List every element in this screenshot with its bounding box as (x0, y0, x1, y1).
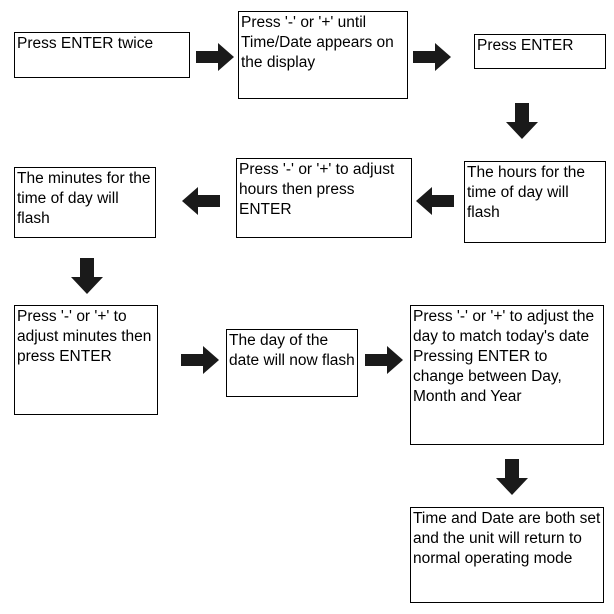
step-box-time-date-set: Time and Date are both set and the unit … (410, 507, 604, 603)
step-text: Press ENTER (477, 37, 574, 54)
step-text: Press '-' or '+' until Time/Date appears… (241, 14, 394, 71)
step-text: Press '-' or '+' to adjust hours then pr… (239, 161, 395, 218)
step-box-hours-flash: The hours for the time of day will flash (464, 161, 606, 243)
arrow-down-icon (496, 459, 528, 495)
step-text: The hours for the time of day will flash (467, 164, 586, 221)
arrow-left-icon (182, 187, 220, 215)
step-box-minutes-flash: The minutes for the time of day will fla… (14, 167, 156, 238)
step-box-press-until-time-date: Press '-' or '+' until Time/Date appears… (238, 11, 408, 99)
step-text: The day of the date will now flash (229, 332, 355, 369)
arrow-down-icon (71, 258, 103, 294)
arrow-right-icon (413, 43, 451, 71)
step-text: Press '-' or '+' to adjust the day to ma… (413, 308, 595, 405)
step-box-press-enter: Press ENTER (474, 34, 606, 69)
step-text: Press '-' or '+' to adjust minutes then … (17, 308, 152, 365)
arrow-down-icon (506, 103, 538, 139)
step-text: Press ENTER twice (17, 35, 154, 52)
arrow-right-icon (365, 346, 403, 374)
step-box-adjust-minutes: Press '-' or '+' to adjust minutes then … (14, 305, 158, 415)
arrow-left-icon (416, 187, 454, 215)
arrow-right-icon (181, 346, 219, 374)
step-box-adjust-day: Press '-' or '+' to adjust the day to ma… (410, 305, 604, 445)
step-box-day-flash: The day of the date will now flash (226, 329, 358, 397)
step-text: The minutes for the time of day will fla… (17, 170, 151, 227)
step-box-press-enter-twice: Press ENTER twice (14, 32, 190, 78)
step-text: Time and Date are both set and the unit … (413, 510, 601, 567)
arrow-right-icon (196, 43, 234, 71)
step-box-adjust-hours: Press '-' or '+' to adjust hours then pr… (236, 158, 412, 238)
